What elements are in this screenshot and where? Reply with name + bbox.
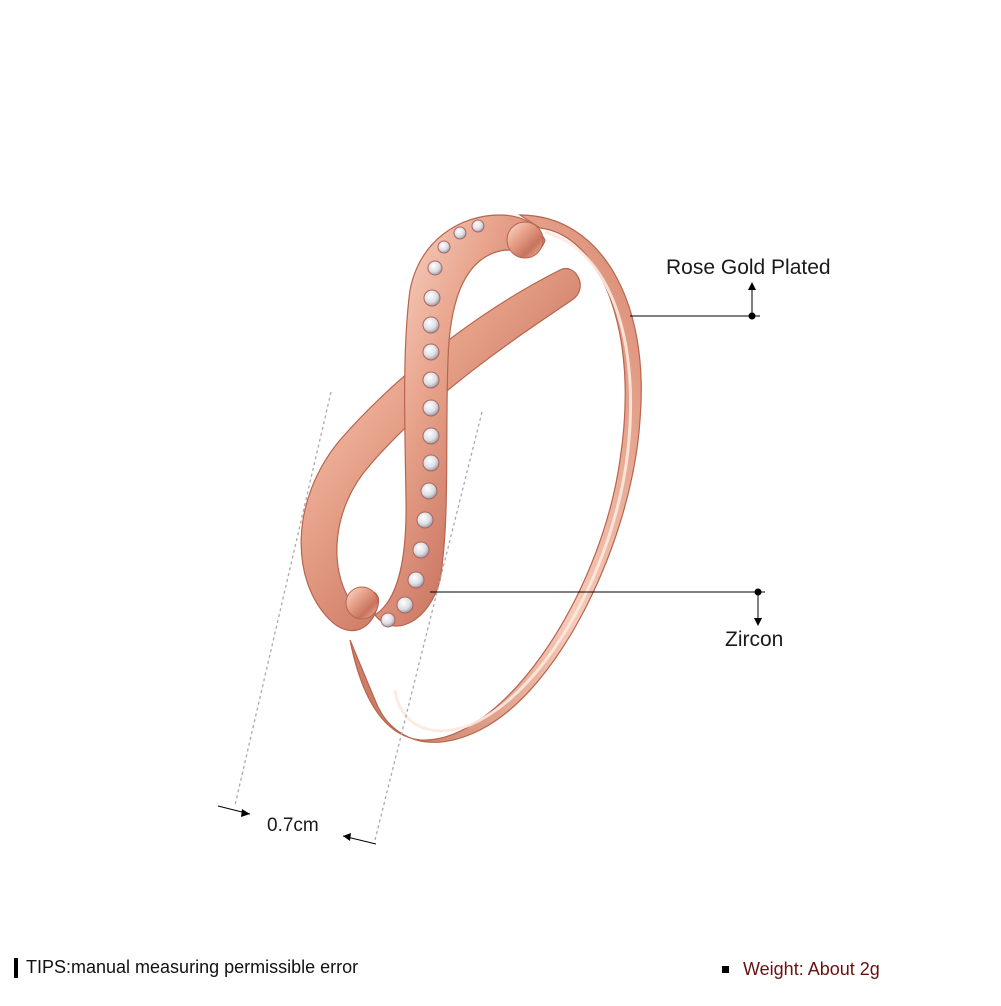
stone-label: Zircon <box>725 628 784 651</box>
bullet-square-icon <box>722 966 729 973</box>
material-callout-line <box>630 282 760 320</box>
ring-band <box>349 214 642 743</box>
material-label: Rose Gold Plated <box>666 256 831 279</box>
stone-callout-line <box>430 588 765 626</box>
infinity-paved-loop <box>374 214 546 628</box>
tips-bar-icon <box>14 957 18 978</box>
arrow-up-icon <box>748 282 756 316</box>
tips-note: TIPS:manual measuring permissible error <box>14 957 358 978</box>
zircon-stones <box>380 219 485 628</box>
tips-text: TIPS:manual measuring permissible error <box>26 957 359 977</box>
width-dimension <box>217 391 483 845</box>
arrow-down-icon <box>754 592 762 626</box>
width-label: 0.7cm <box>267 815 319 836</box>
infinity-plain-loop <box>300 267 581 632</box>
weight-note: Weight: About 2g <box>722 959 880 980</box>
double-arrow-icon <box>217 805 377 845</box>
weight-text: Weight: About 2g <box>743 959 880 979</box>
